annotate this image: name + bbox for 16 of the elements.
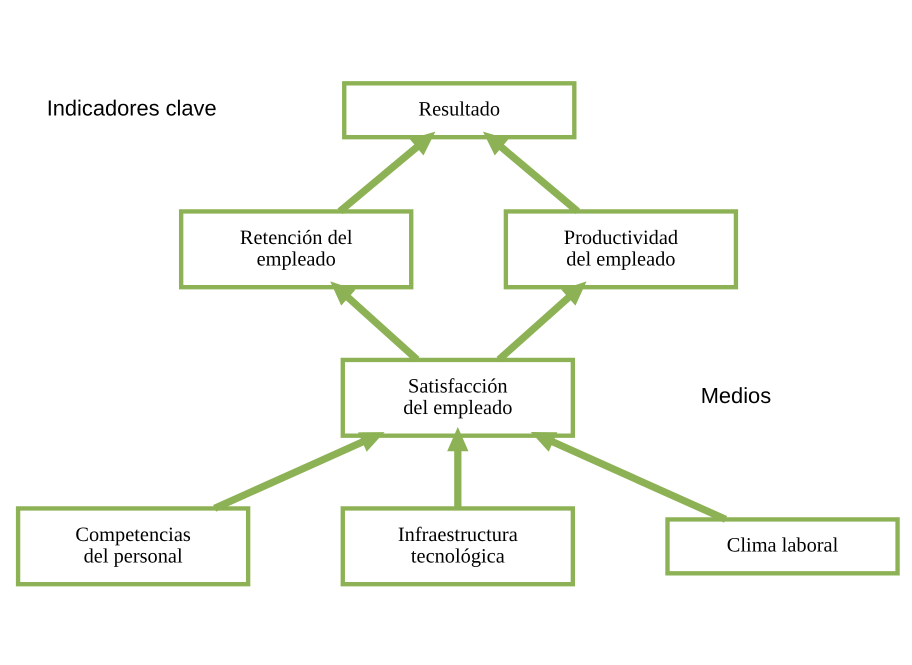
arrow (330, 280, 420, 362)
node-box: Resultado (342, 80, 576, 139)
arrow (496, 280, 587, 362)
node-box: Satisfacción del empleado (340, 357, 576, 438)
arrow (447, 426, 468, 508)
arrow (530, 431, 728, 522)
arrow (213, 432, 385, 512)
node-box: Infraestructura tecnológica (340, 506, 576, 586)
label: Medios (700, 382, 772, 408)
node-box: Productividad del empleado (504, 208, 738, 289)
arrow (482, 131, 580, 214)
label: Indicadores clave (46, 94, 217, 120)
node-box: Clima laboral (665, 516, 900, 575)
node-box: Competencias del personal (16, 506, 250, 586)
node-box: Retención del empleado (178, 208, 414, 289)
arrow (338, 131, 436, 214)
